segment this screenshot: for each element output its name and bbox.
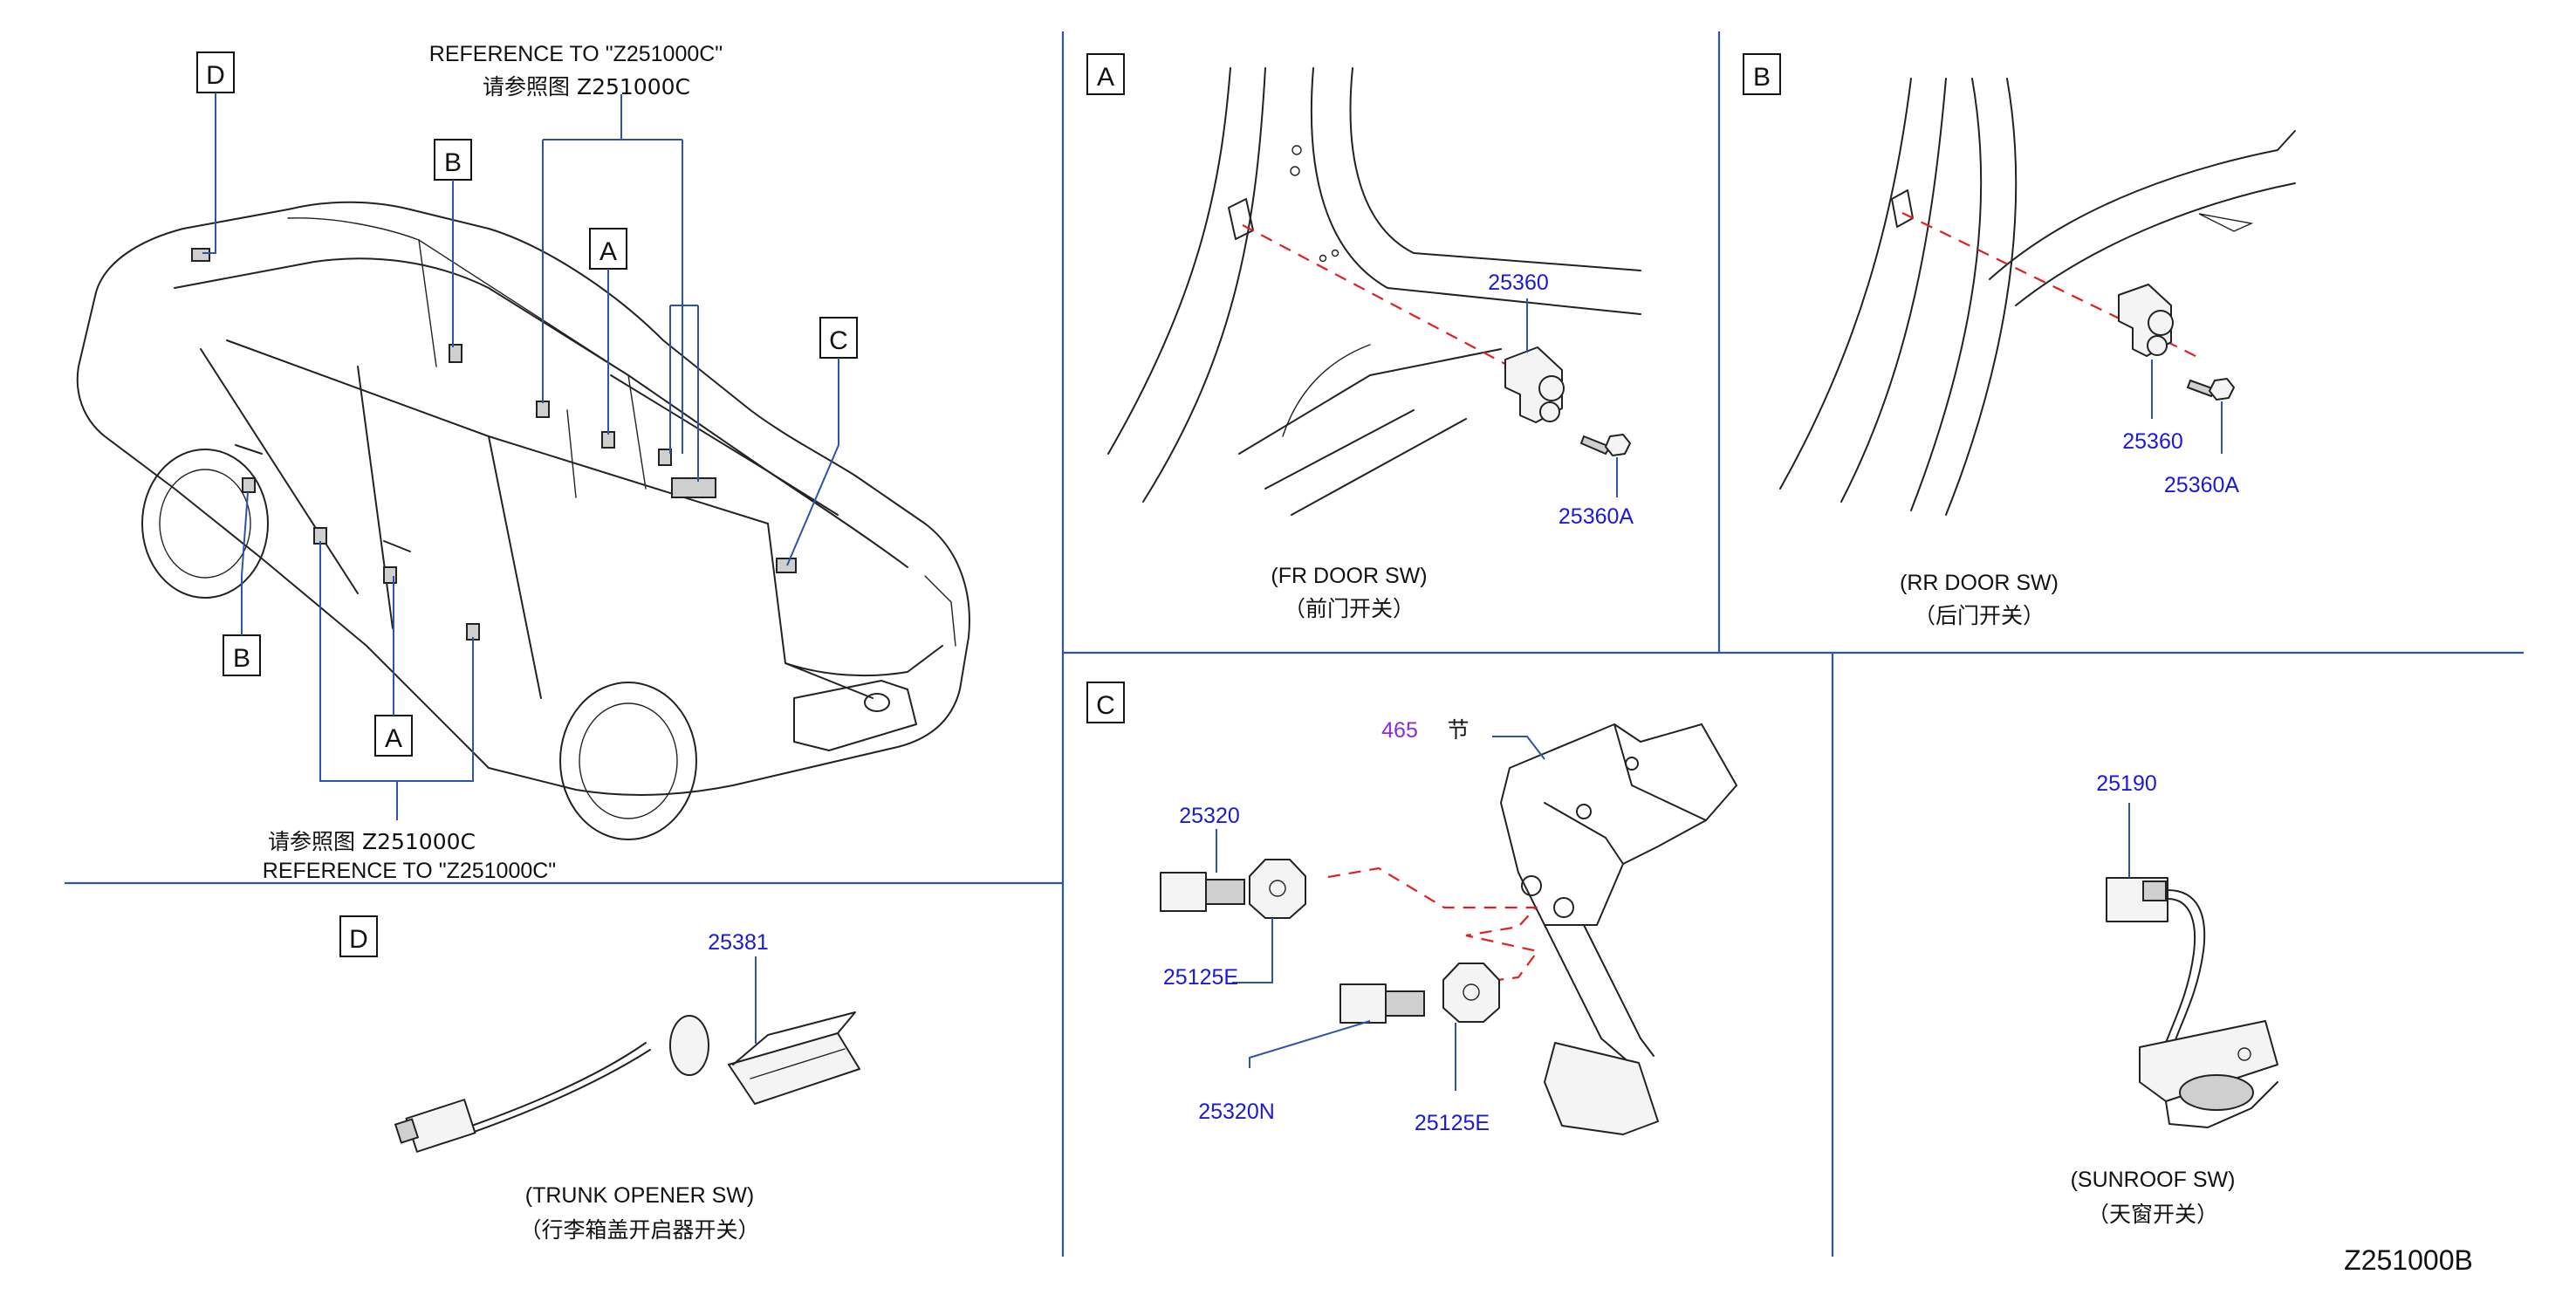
panel-a-caption-en: (FR DOOR SW) bbox=[1271, 564, 1427, 588]
sunroof-caption-en: (SUNROOF SW) bbox=[2071, 1168, 2236, 1192]
rr-door-switch-mount-hole bbox=[2147, 335, 2168, 356]
part-number-25320n: 25320N bbox=[1198, 1100, 1275, 1124]
callout-box-a-bottom bbox=[374, 715, 413, 757]
asd-switch-body-lower bbox=[1339, 983, 1387, 1024]
panel-c-pedal-switches: C 465 节 25320 25125E bbox=[1086, 682, 1737, 1135]
reference-top-cn: 请参照图 Z251000C bbox=[483, 74, 690, 99]
callout-label-d: D bbox=[206, 61, 225, 90]
panel-d-caption-en: (TRUNK OPENER SW) bbox=[525, 1183, 755, 1208]
clip-nut-lower bbox=[1442, 963, 1500, 1023]
brake-pedal-pad bbox=[1544, 1042, 1659, 1135]
panel-d-trunk-opener-switch: D 25381 (TRUNK OPENER SW) （行李箱盖开启器开关） bbox=[339, 915, 860, 1243]
fr-door-switch-plunger bbox=[1538, 375, 1565, 401]
pedal-switch-marker bbox=[776, 558, 797, 573]
fr-door-bolt-shank bbox=[1579, 435, 1612, 456]
rr-door-bolt-shank bbox=[2186, 379, 2216, 398]
fr-door-switch-mount-hole bbox=[1539, 401, 1560, 422]
callout-box-c bbox=[819, 317, 858, 359]
harness-marker-1 bbox=[536, 401, 550, 418]
stop-lamp-switch-body-upper bbox=[1160, 872, 1207, 912]
panel-dividers bbox=[65, 31, 2524, 1257]
harness-marker-2 bbox=[658, 449, 672, 466]
rr-door-switch-marker-upper bbox=[449, 344, 462, 363]
vehicle-overview: D B A C B A REFERENCE TO "Z251000C" 请参照图… bbox=[76, 42, 970, 883]
panel-a-fr-door-switch: A 25360 25360A (FR DOOR SW) （前门开关） bbox=[1086, 53, 1641, 621]
part-number-25190: 25190 bbox=[2096, 771, 2157, 796]
part-number-25125e-lower: 25125E bbox=[1415, 1111, 1490, 1135]
panel-b-caption-cn: （后门开关） bbox=[1914, 603, 2045, 628]
part-number-25320: 25320 bbox=[1179, 804, 1240, 828]
reference-top-en: REFERENCE TO "Z251000C" bbox=[429, 42, 723, 66]
reference-bottom-en: REFERENCE TO "Z251000C" bbox=[263, 859, 556, 883]
clip-nut-upper bbox=[1249, 859, 1306, 919]
part-number-25360a-b: 25360A bbox=[2164, 473, 2240, 497]
callout-box-b-top bbox=[434, 139, 472, 181]
stop-lamp-switch-shaft-upper bbox=[1205, 879, 1245, 905]
panel-b-label: B bbox=[1753, 63, 1771, 92]
part-number-25381: 25381 bbox=[708, 930, 769, 955]
part-number-25360a-a: 25360A bbox=[1559, 504, 1634, 529]
panel-a-caption-cn: （前门开关） bbox=[1284, 596, 1415, 621]
panel-d-label: D bbox=[349, 925, 368, 954]
panel-c-label: C bbox=[1096, 691, 1115, 720]
panel-a-label-box bbox=[1086, 53, 1125, 95]
callout-label-b-bottom: B bbox=[233, 644, 250, 673]
panel-b-label-box bbox=[1743, 53, 1781, 95]
reference-cn-jie: 节 bbox=[1447, 717, 1469, 743]
callout-label-a-top: A bbox=[599, 237, 617, 266]
part-number-25360-b: 25360 bbox=[2122, 429, 2183, 454]
drawing-id: Z251000B bbox=[2344, 1244, 2473, 1276]
fr-door-bolt-head bbox=[1605, 434, 1631, 456]
leader-c bbox=[786, 358, 839, 566]
callout-box-b-bottom bbox=[223, 634, 261, 676]
panel-sunroof-switch: 25190 (SUNROOF SW) （天窗开关） bbox=[2071, 771, 2278, 1227]
panel-d-label-box bbox=[339, 915, 378, 957]
sunroof-switch-marker bbox=[671, 477, 716, 498]
reference-bracket-bottom bbox=[319, 541, 474, 820]
sunroof-caption-cn: （天窗开关） bbox=[2087, 1202, 2218, 1227]
part-number-25360-a: 25360 bbox=[1488, 271, 1549, 295]
panel-c-label-box bbox=[1086, 682, 1125, 723]
sunroof-switch-connector-latch bbox=[2142, 880, 2167, 901]
trunk-switch-body bbox=[728, 1032, 860, 1105]
leader-d bbox=[202, 92, 216, 254]
reference-bracket-top bbox=[542, 94, 699, 482]
trunk-switch-connector bbox=[405, 1099, 476, 1153]
leader-b-bottom bbox=[241, 491, 249, 635]
rr-door-bolt-head bbox=[2209, 378, 2235, 401]
panel-d-caption-cn: （行李箱盖开启器开关） bbox=[519, 1217, 759, 1243]
callout-box-a-top bbox=[589, 228, 627, 270]
callout-label-b-top: B bbox=[444, 148, 462, 177]
callout-label-c: C bbox=[829, 326, 848, 355]
reference-bottom-cn: 请参照图 Z251000C bbox=[268, 829, 476, 854]
panel-a-label: A bbox=[1097, 63, 1114, 92]
part-number-25125e-upper: 25125E bbox=[1163, 965, 1238, 990]
trunk-switch-connector-tip bbox=[394, 1118, 420, 1144]
panel-b-caption-en: (RR DOOR SW) bbox=[1900, 571, 2059, 595]
callout-label-a-bottom: A bbox=[385, 724, 402, 753]
asd-switch-shaft-lower bbox=[1385, 990, 1425, 1017]
reference-number-465: 465 bbox=[1381, 718, 1418, 743]
trunk-switch-grommet bbox=[669, 1015, 709, 1076]
sunroof-switch-knob bbox=[2179, 1074, 2254, 1111]
rr-door-switch-marker-lower bbox=[242, 477, 256, 493]
panel-b-rr-door-switch: B 25360 25360A (RR DOOR SW) （后门开关） bbox=[1743, 53, 2296, 628]
pedal-bracket bbox=[1500, 723, 1737, 926]
trunk-switch-marker bbox=[191, 248, 210, 262]
rr-door-switch-plunger bbox=[2148, 310, 2174, 336]
